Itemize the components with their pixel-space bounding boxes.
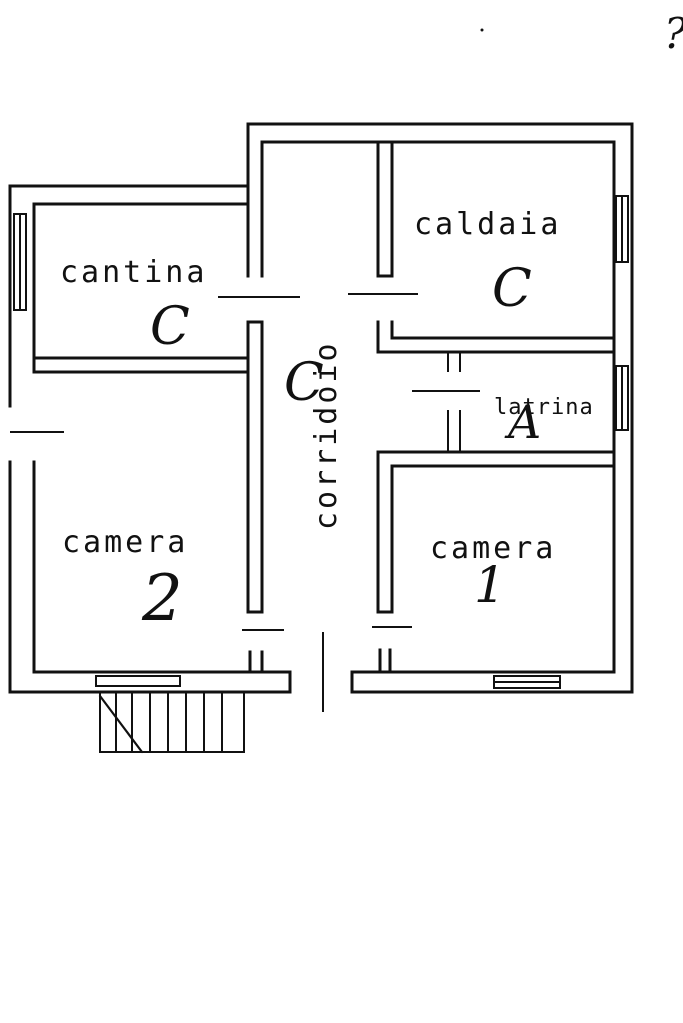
room-label-camera-left: camera: [62, 525, 188, 560]
door-markers: [10, 293, 480, 712]
mark-camera-right: 1: [474, 556, 506, 614]
room-label-latrina: latrina: [494, 395, 594, 420]
room-label-camera-right: camera: [430, 531, 556, 566]
interior-walls: [32, 140, 616, 674]
mark-cantina: C: [150, 297, 190, 357]
dot-mark: [480, 28, 484, 32]
windows: [13, 195, 629, 689]
room-label-caldaia: caldaia: [414, 207, 561, 242]
room-label-corridoio: corridoio: [309, 340, 344, 530]
mark-caldaia: C: [492, 259, 532, 319]
outer-walls: [8, 122, 634, 694]
mark-latrina: A: [504, 395, 541, 449]
corner-mark: ?: [664, 9, 683, 58]
mark-camera-left: 2: [141, 562, 183, 636]
stairs: [98, 691, 245, 754]
mark-corridoio: C: [284, 353, 324, 413]
room-label-cantina: cantina: [60, 255, 207, 290]
